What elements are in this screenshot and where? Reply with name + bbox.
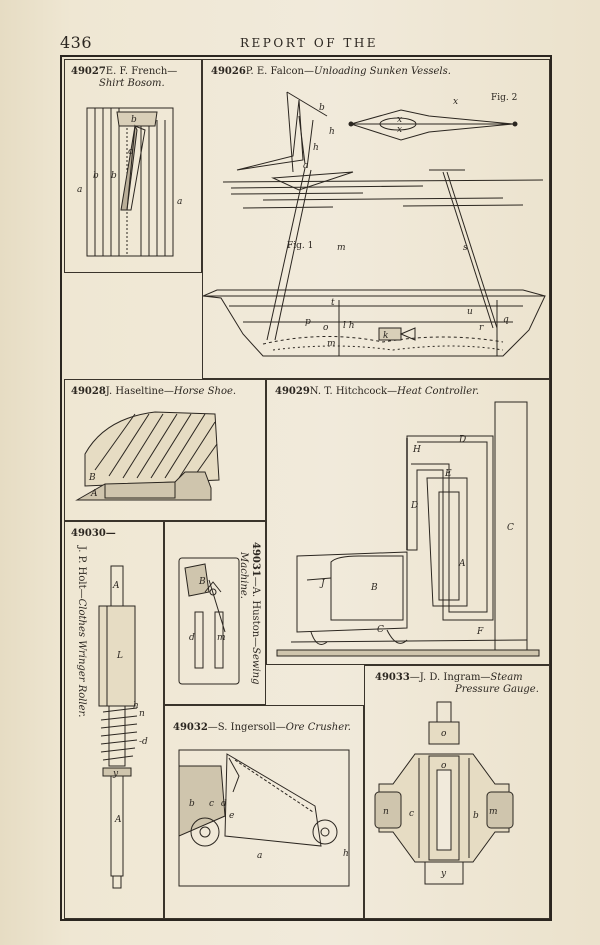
- caption-49027-title: Shirt Bosom.: [99, 78, 165, 89]
- svg-text:r: r: [479, 323, 484, 333]
- svg-text:c: c: [209, 799, 214, 809]
- caption-49029: 49029N. T. Hitchcock—Heat Controller.: [275, 386, 479, 397]
- svg-text:s: s: [463, 243, 468, 253]
- panel-49026: 49026P. E. Falcon—Unloading Sunken Vesse…: [202, 59, 550, 379]
- svg-text:l h: l h: [343, 321, 355, 331]
- svg-text:h: h: [313, 143, 319, 153]
- panel-49027: 49027E. F. French— Shirt Bosom.: [64, 59, 202, 273]
- svg-text:L: L: [116, 651, 123, 661]
- svg-text:m: m: [337, 243, 346, 253]
- heat-controller-drawing-icon: H D E D C A J B C F: [276, 401, 540, 657]
- svg-text:t: t: [331, 298, 335, 308]
- svg-text:o: o: [441, 761, 447, 771]
- svg-text:h: h: [343, 849, 349, 859]
- svg-text:h: h: [329, 127, 335, 137]
- caption-49030: 49030—: [71, 528, 116, 539]
- caption-49027: 49027E. F. French—: [71, 66, 178, 77]
- svg-text:m: m: [489, 807, 498, 817]
- svg-text:u: u: [467, 307, 473, 317]
- svg-text:x: x: [453, 97, 458, 107]
- svg-text:B: B: [370, 583, 378, 593]
- svg-text:n: n: [139, 709, 145, 719]
- svg-text:D: D: [458, 435, 466, 445]
- svg-text:b: b: [319, 103, 325, 113]
- svg-text:k: k: [383, 331, 388, 341]
- svg-text:J: J: [319, 579, 326, 589]
- panel-49028: 49028J. Haseltine—Horse Shoe. B: [64, 379, 266, 521]
- svg-text:B: B: [88, 473, 96, 483]
- svg-text:b: b: [93, 171, 99, 181]
- svg-text:p: p: [305, 317, 311, 327]
- svg-text:A: A: [90, 489, 98, 499]
- svg-text:A: A: [114, 815, 122, 825]
- panel-49029: 49029N. T. Hitchcock—Heat Controller.: [266, 379, 550, 665]
- page-number: 436: [60, 33, 93, 52]
- svg-text:x: x: [397, 115, 402, 125]
- caption-49033: 49033—J. D. Ingram—Steam: [375, 672, 523, 683]
- sunken-vessel-drawing-icon: Fig. 2 Fig. 1 x x x b h h a m s t p o l …: [203, 91, 546, 357]
- panel-49033: 49033—J. D. Ingram—Steam Pressure Gauge.: [364, 665, 550, 919]
- svg-text:C: C: [377, 625, 384, 635]
- caption-49032: 49032—S. Ingersoll—Ore Crusher.: [173, 722, 351, 733]
- svg-text:d: d: [221, 799, 227, 809]
- page-header: 436 REPORT OF THE: [60, 33, 550, 53]
- svg-text:q: q: [503, 315, 509, 325]
- svg-text:A: A: [458, 559, 466, 569]
- svg-text:h: h: [133, 701, 139, 711]
- svg-text:A: A: [112, 581, 120, 591]
- panel-49030: 49030— J. P. Holt—Clothes Wringer Roller…: [64, 521, 164, 919]
- svg-text:o: o: [441, 729, 447, 739]
- panel-49032: 49032—S. Ingersoll—Ore Crusher. b c d: [164, 705, 364, 919]
- svg-text:b: b: [473, 811, 479, 821]
- svg-text:C: C: [507, 523, 514, 533]
- panel-49031: 49031—A. Huston—Sewing Machine. B m d: [164, 521, 266, 705]
- caption-49028: 49028J. Haseltine—Horse Shoe.: [71, 386, 237, 397]
- svg-text:e: e: [229, 811, 234, 821]
- svg-text:E: E: [444, 469, 452, 479]
- svg-text:y: y: [112, 769, 119, 779]
- running-head: REPORT OF THE: [240, 36, 379, 50]
- svg-text:m: m: [217, 633, 226, 643]
- svg-text:a: a: [77, 185, 82, 195]
- svg-text:b: b: [189, 799, 195, 809]
- caption-49026: 49026P. E. Falcon—Unloading Sunken Vesse…: [211, 66, 451, 77]
- wringer-roller-drawing-icon: A L h n -d y A: [98, 565, 148, 889]
- svg-text:o: o: [323, 323, 329, 333]
- svg-text:n: n: [383, 807, 389, 817]
- svg-text:a: a: [257, 851, 262, 861]
- svg-text:a: a: [177, 197, 182, 207]
- svg-text:b: b: [111, 171, 117, 181]
- svg-text:y: y: [440, 869, 447, 879]
- svg-text:o: o: [128, 147, 134, 157]
- svg-text:a: a: [303, 161, 308, 171]
- caption-49033-title2: Pressure Gauge.: [455, 684, 539, 695]
- pressure-gauge-drawing-icon: o o n m c b y: [374, 701, 514, 885]
- svg-text:D: D: [410, 501, 418, 511]
- shirt-bosom-drawing-icon: b o b b a a: [77, 107, 182, 257]
- horse-shoe-drawing-icon: B A: [75, 411, 220, 501]
- svg-text:d: d: [189, 633, 195, 643]
- patent-plate: 49027E. F. French— Shirt Bosom.: [60, 55, 552, 921]
- svg-text:b: b: [131, 115, 137, 125]
- svg-text:H: H: [412, 445, 421, 455]
- svg-text:x: x: [397, 125, 402, 135]
- fig1-label: Fig. 1: [287, 241, 313, 251]
- svg-text:-d: -d: [139, 737, 148, 747]
- svg-text:c: c: [409, 809, 414, 819]
- svg-text:F: F: [476, 627, 484, 637]
- svg-text:B: B: [198, 577, 206, 587]
- fig2-label: Fig. 2: [491, 93, 517, 103]
- sewing-machine-drawing-icon: B m d: [178, 557, 240, 685]
- svg-text:m: m: [327, 339, 336, 349]
- ore-crusher-drawing-icon: b c d e a h: [178, 749, 350, 887]
